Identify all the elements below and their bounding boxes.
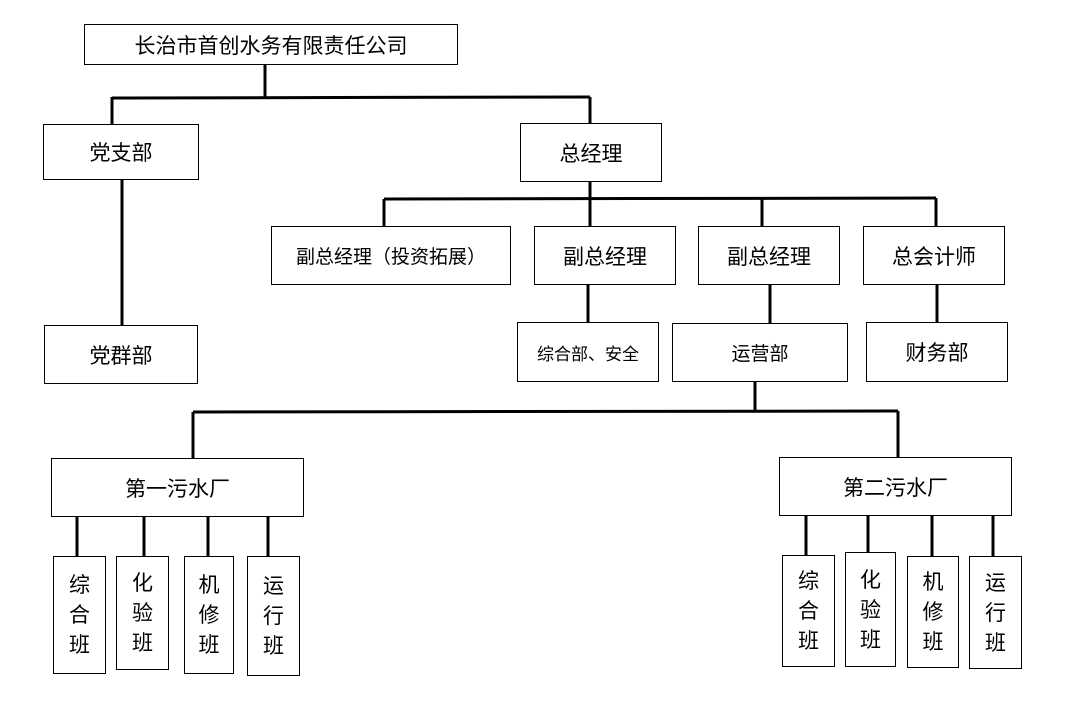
plant1-team-general: 综合班 (53, 556, 106, 674)
plant1-team-operation: 运行班 (247, 556, 300, 676)
plant2-team-maintenance: 机修班 (907, 556, 959, 668)
finance-dept-box: 财务部 (866, 322, 1008, 382)
admin-dept-box: 综合部、安全 (517, 322, 659, 382)
plant1-team-maintenance: 机修班 (184, 556, 234, 674)
plant1-box: 第一污水厂 (51, 458, 304, 517)
plant2-box: 第二污水厂 (779, 457, 1012, 516)
ops-dept-box: 运营部 (672, 323, 848, 382)
party-branch-box: 党支部 (43, 124, 199, 180)
vp-box-2: 副总经理 (698, 226, 840, 285)
plant2-team-lab: 化验班 (845, 552, 896, 667)
party-dept-box: 党群部 (44, 325, 198, 384)
company-box: 长治市首创水务有限责任公司 (84, 24, 458, 65)
vp-box-1: 副总经理 (534, 226, 676, 285)
plant2-team-operation: 运行班 (969, 556, 1022, 669)
plant2-team-general: 综合班 (782, 555, 835, 667)
plant1-team-lab: 化验班 (116, 556, 169, 670)
vp-invest-box: 副总经理（投资拓展） (271, 226, 511, 285)
gm-box: 总经理 (520, 123, 662, 182)
cfo-box: 总会计师 (863, 226, 1005, 285)
